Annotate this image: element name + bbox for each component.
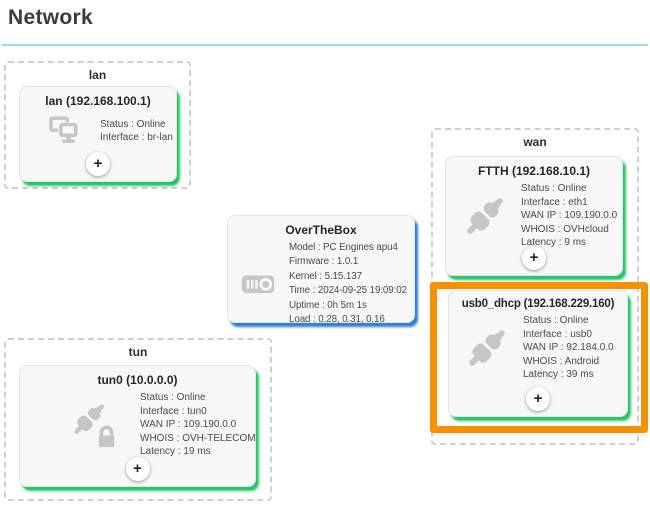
plug-lock-icon <box>72 402 118 449</box>
detail-line: Latency : 19 ms <box>140 446 211 457</box>
add-button-usb0[interactable]: + <box>526 387 550 411</box>
detail-line: Interface : tun0 <box>140 405 207 417</box>
node-card-overthebox[interactable]: OverTheBox Model : PC Engines apu4 Firmw… <box>227 215 415 325</box>
node-title: tun0 (10.0.0.0) <box>97 373 178 387</box>
detail-line: WHOIS : OVH-TELECOM <box>140 432 256 444</box>
title-underline <box>2 44 648 46</box>
node-details: Model : PC Engines apu4 Firmware : 1.0.1… <box>289 241 407 327</box>
node-details: Status : Online Interface : br-lan <box>100 118 173 145</box>
detail-line: Kernel : 5.15.137 <box>289 270 362 282</box>
node-details: Status : Online Interface : usb0 WAN IP … <box>523 314 614 382</box>
node-details: Status : Online Interface : eth1 WAN IP … <box>521 182 617 250</box>
detail-line: WHOIS : OVHcloud <box>521 223 609 235</box>
node-card-ftth[interactable]: FTTH (192.168.10.1) Status : Online Inte… <box>445 156 623 276</box>
group-box-lan: lan <box>4 61 191 189</box>
detail-line: WAN IP : 92.184.0.0 <box>523 342 614 353</box>
router-box-icon <box>241 272 275 296</box>
detail-line: WAN IP : 109.190.0.0 <box>521 210 618 221</box>
detail-line: Status : Online <box>100 118 166 130</box>
detail-line: Model : PC Engines apu4 <box>289 242 398 253</box>
detail-line: Latency : 39 ms <box>523 369 594 380</box>
detail-line: Load : 0.28, 0.31, 0.16 <box>289 314 385 326</box>
node-details: Status : Online Interface : tun0 WAN IP … <box>140 391 256 459</box>
page-title: Network <box>8 6 93 29</box>
node-title: lan (192.168.100.1) <box>45 94 151 108</box>
lan-network-icon <box>46 113 80 149</box>
add-button-ftth[interactable]: + <box>522 246 546 270</box>
detail-line: Interface : eth1 <box>521 196 588 208</box>
detail-line: Interface : br-lan <box>100 132 173 143</box>
detail-line: Latency : 9 ms <box>521 237 587 248</box>
detail-line: WHOIS : Android <box>523 355 600 367</box>
node-card-lan[interactable]: lan (192.168.100.1) Status : Online Inte… <box>19 86 177 182</box>
node-title: OverTheBox <box>285 223 357 237</box>
node-card-tun0[interactable]: tun0 (10.0.0.0) <box>19 365 256 487</box>
node-title: FTTH (192.168.10.1) <box>477 164 591 178</box>
detail-line: Status : Online <box>523 315 589 326</box>
detail-line: Uptime : 0h 5m 1s <box>289 299 367 311</box>
group-label-tun: tun <box>128 345 148 359</box>
group-label-wan: wan <box>523 135 547 149</box>
add-button-lan[interactable]: + <box>86 152 110 176</box>
detail-line: Status : Online <box>521 183 587 194</box>
group-label-lan: lan <box>88 68 107 82</box>
node-title: usb0_dhcp (192.168.229.160) <box>461 298 615 310</box>
detail-line: Time : 2024-09-25 19:09:02 <box>289 285 407 297</box>
detail-line: WAN IP : 109.190.0.0 <box>140 419 237 430</box>
add-button-tun0[interactable]: + <box>125 457 150 481</box>
node-card-usb0-dhcp[interactable]: usb0_dhcp (192.168.229.160) Status : Onl… <box>448 290 628 417</box>
plug-icon <box>462 193 508 239</box>
detail-line: Interface : usb0 <box>523 328 592 340</box>
plug-icon <box>464 325 510 371</box>
group-box-tun: tun <box>4 338 272 501</box>
detail-line: Status : Online <box>140 392 206 403</box>
detail-line: Firmware : 1.0.1 <box>289 256 359 268</box>
